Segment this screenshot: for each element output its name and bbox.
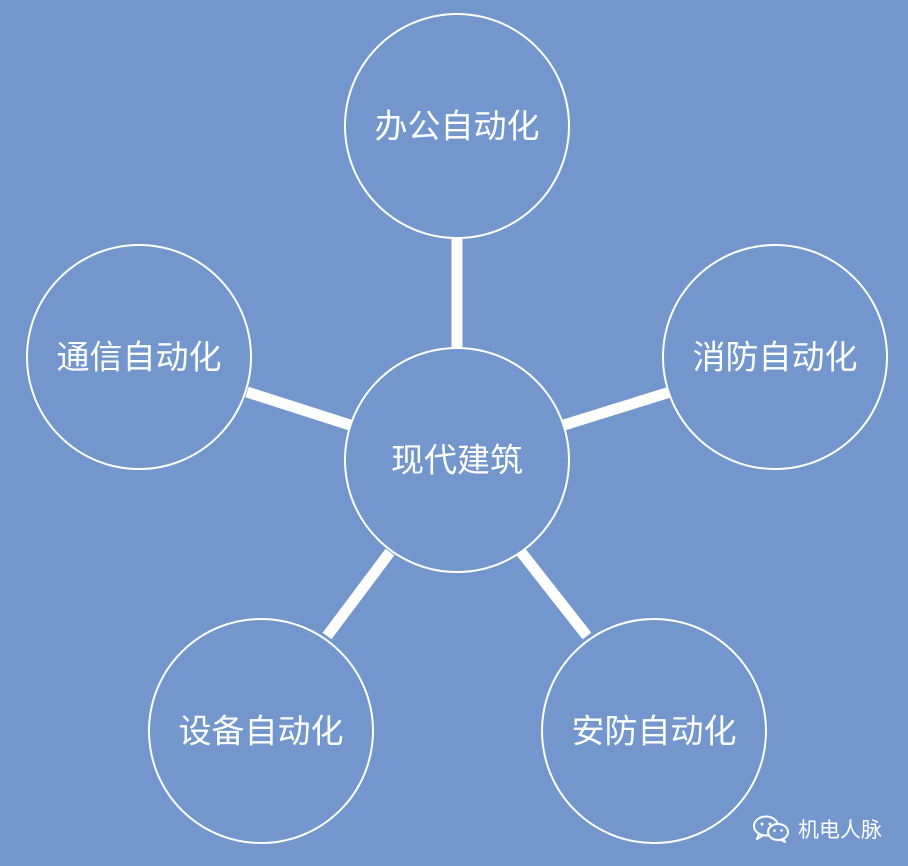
node-office: 办公自动化 bbox=[344, 13, 570, 239]
node-equipment-label: 设备自动化 bbox=[179, 712, 344, 751]
node-fire: 消防自动化 bbox=[662, 244, 888, 470]
node-comm: 通信自动化 bbox=[26, 244, 252, 470]
node-equipment-circle bbox=[148, 618, 374, 844]
node-office-circle bbox=[344, 13, 570, 239]
node-equipment: 设备自动化 bbox=[148, 618, 374, 844]
center-node-label: 现代建筑 bbox=[391, 441, 523, 480]
node-security-circle bbox=[541, 618, 767, 844]
node-comm-circle bbox=[26, 244, 252, 470]
center-node-circle bbox=[344, 347, 570, 573]
connector-fire bbox=[562, 386, 672, 431]
node-security: 安防自动化 bbox=[541, 618, 767, 844]
connector-comm bbox=[245, 386, 352, 431]
node-comm-label: 通信自动化 bbox=[57, 338, 222, 377]
watermark: 机电人脉 bbox=[752, 814, 882, 844]
watermark-text: 机电人脉 bbox=[798, 818, 882, 842]
center-node: 现代建筑 bbox=[344, 347, 570, 573]
connector-security bbox=[516, 548, 592, 640]
connector-equipment bbox=[322, 548, 395, 640]
node-fire-circle bbox=[662, 244, 888, 470]
wechat-icon bbox=[753, 815, 789, 843]
node-security-label: 安防自动化 bbox=[572, 712, 737, 751]
node-fire-label: 消防自动化 bbox=[693, 338, 858, 377]
node-office-label: 办公自动化 bbox=[375, 107, 540, 146]
